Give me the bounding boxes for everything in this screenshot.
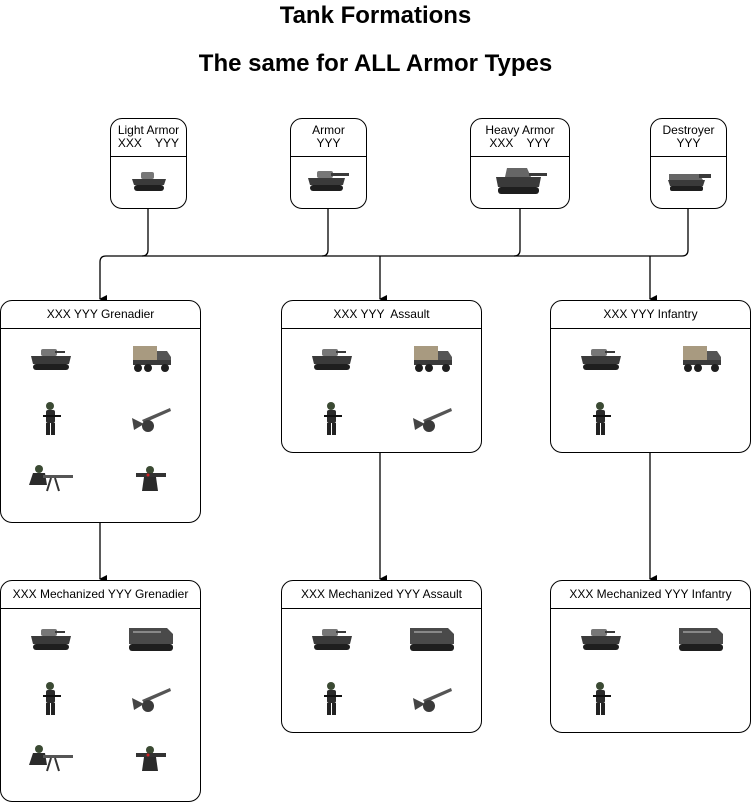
rifleman-icon bbox=[21, 397, 81, 441]
connector-heavy-armor bbox=[513, 208, 521, 257]
artillery-gun-icon bbox=[402, 677, 462, 721]
machine-gunner-icon bbox=[21, 737, 81, 781]
halftrack-icon bbox=[121, 617, 181, 661]
formation-title: XXX Mechanized YYY Grenadier bbox=[1, 581, 200, 609]
artillery-gun-icon bbox=[402, 397, 462, 441]
connector-bus bbox=[99, 255, 682, 303]
rifleman-icon bbox=[302, 397, 362, 441]
formation-infantry[interactable]: XXX YYY Infantry bbox=[550, 300, 751, 453]
truck-icon bbox=[671, 337, 731, 381]
rifleman-icon bbox=[571, 397, 631, 441]
connector-armor bbox=[321, 208, 329, 257]
bazooka-soldier-icon bbox=[121, 737, 181, 781]
armor-type-tags: XXX YYY bbox=[489, 136, 551, 150]
tank-icon bbox=[21, 617, 81, 661]
truck-icon bbox=[402, 337, 462, 381]
tank-icon bbox=[302, 337, 362, 381]
halftrack-icon bbox=[671, 617, 731, 661]
formation-mechanized-infantry[interactable]: XXX Mechanized YYY Infantry bbox=[550, 580, 751, 733]
light-tank-icon bbox=[119, 159, 179, 203]
artillery-gun-icon bbox=[121, 677, 181, 721]
armor-type-tags: YYY bbox=[676, 136, 701, 150]
halftrack-icon bbox=[402, 617, 462, 661]
formation-assault[interactable]: XXX YYY Assault bbox=[281, 300, 482, 453]
tank-destroyer-icon bbox=[659, 159, 719, 203]
artillery-gun-icon bbox=[121, 397, 181, 441]
armor-type-name: Armor bbox=[312, 123, 345, 137]
armor-type-tags: XXX YYY bbox=[117, 136, 180, 150]
formation-title: XXX YYY Infantry bbox=[551, 301, 750, 329]
medium-tank-icon bbox=[299, 159, 359, 203]
heavy-tank-icon bbox=[491, 159, 551, 203]
formation-mechanized-assault[interactable]: XXX Mechanized YYY Assault bbox=[281, 580, 482, 733]
truck-icon bbox=[121, 337, 181, 381]
tank-icon bbox=[21, 337, 81, 381]
rifleman-icon bbox=[571, 677, 631, 721]
tank-icon bbox=[571, 337, 631, 381]
formation-title: XXX YYY Grenadier bbox=[1, 301, 200, 329]
machine-gunner-icon bbox=[21, 457, 81, 501]
formation-grenadier[interactable]: XXX YYY Grenadier bbox=[0, 300, 201, 523]
armor-type-name: Destroyer bbox=[662, 123, 715, 137]
tank-icon bbox=[571, 617, 631, 661]
rifleman-icon bbox=[302, 677, 362, 721]
bazooka-soldier-icon bbox=[121, 457, 181, 501]
connector-destroyer bbox=[681, 208, 689, 257]
formation-title: XXX YYY Assault bbox=[282, 301, 481, 329]
rifleman-icon bbox=[21, 677, 81, 721]
formation-mechanized-grenadier[interactable]: XXX Mechanized YYY Grenadier bbox=[0, 580, 201, 802]
diagram-subtitle: The same for ALL Armor Types bbox=[198, 50, 553, 77]
armor-type-name: Heavy Armor bbox=[485, 123, 555, 137]
connector-light-armor bbox=[141, 208, 149, 257]
formation-title: XXX Mechanized YYY Assault bbox=[282, 581, 481, 609]
armor-type-tags: YYY bbox=[316, 136, 341, 150]
armor-type-name: Light Armor bbox=[117, 123, 180, 137]
tank-icon bbox=[302, 617, 362, 661]
diagram-title: Tank Formations bbox=[279, 2, 472, 29]
formation-title: XXX Mechanized YYY Infantry bbox=[551, 581, 750, 609]
